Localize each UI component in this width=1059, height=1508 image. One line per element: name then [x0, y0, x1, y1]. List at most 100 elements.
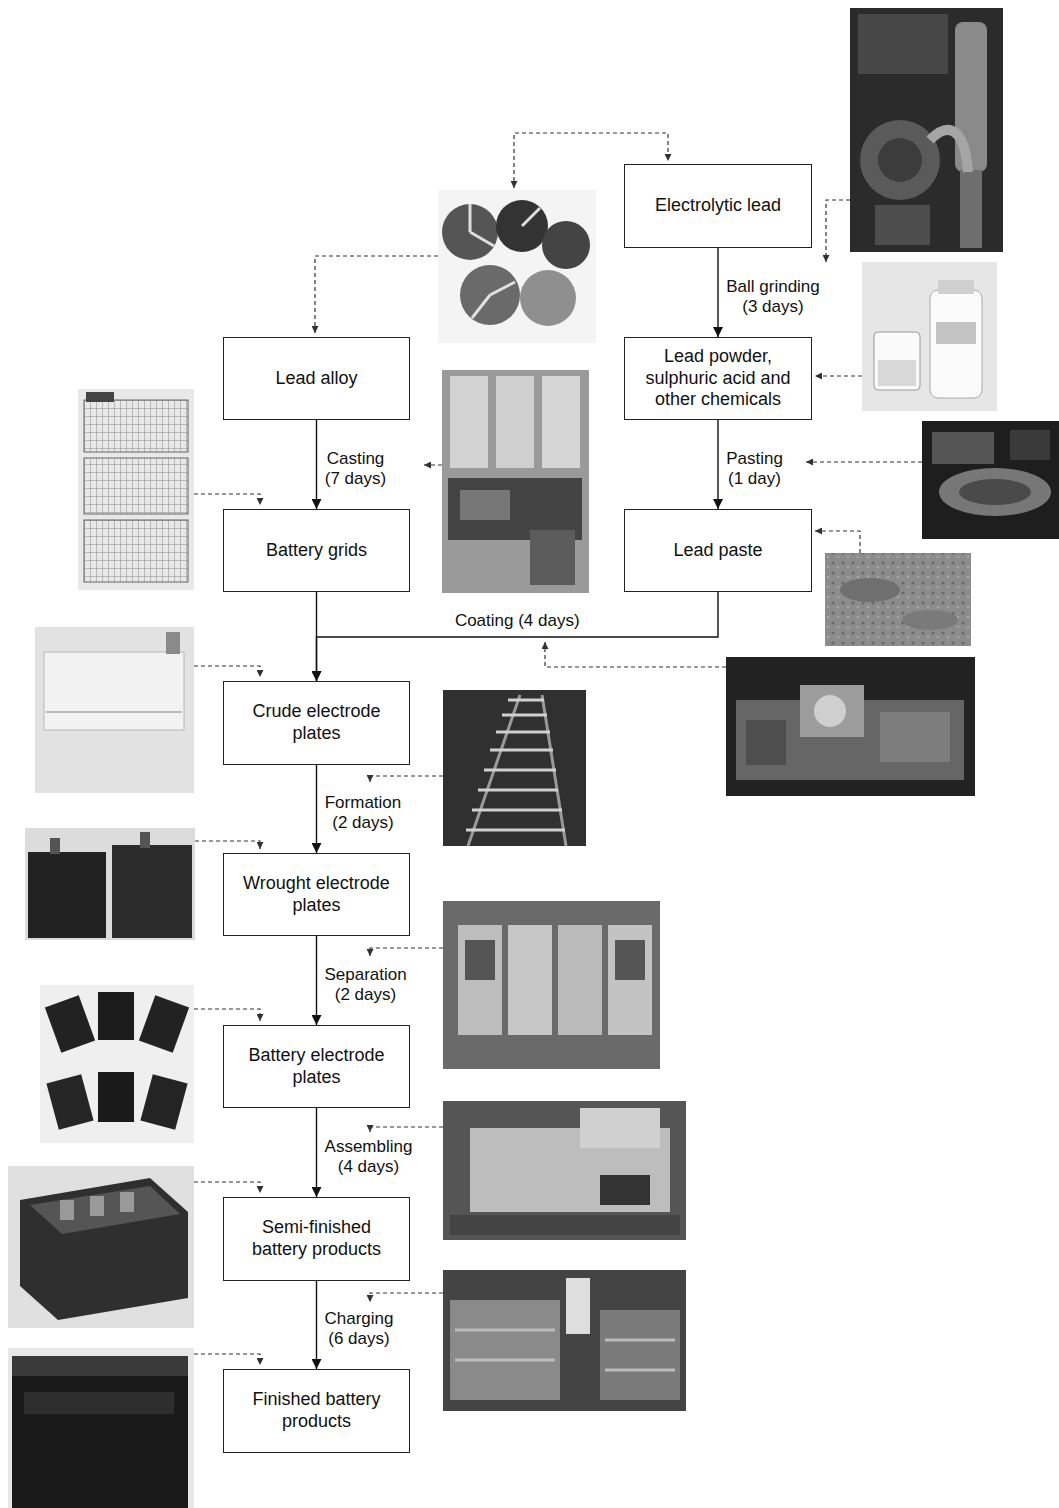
alloy-photo-part — [470, 204, 494, 246]
flow-arrow — [316, 1281, 317, 1369]
step-label: Coating (4 days) — [455, 611, 580, 631]
box-label: Wrought electrode plates — [234, 873, 399, 916]
chemicals-photo-part — [878, 360, 916, 386]
charging-photo-part — [455, 1330, 675, 1370]
step-label: Separation (2 days) — [325, 965, 407, 1004]
separation-photo-part — [608, 925, 652, 1035]
box-label: Semi-finished battery products — [234, 1217, 399, 1260]
finished-battery-photo-part — [12, 1376, 188, 1508]
leader-line — [815, 375, 862, 376]
assembling-photo — [443, 1101, 686, 1240]
process-box: Lead paste — [624, 509, 812, 592]
wrought-plates-photo-part — [28, 852, 106, 938]
leader-line — [545, 642, 726, 667]
alloy-photo — [438, 190, 596, 343]
flow-arrow — [316, 936, 317, 1025]
chemicals-photo-part — [936, 322, 976, 344]
semi-finished-photo — [8, 1166, 194, 1328]
grids-photo-part — [78, 389, 194, 590]
furnace-photo-part — [860, 120, 940, 200]
casting-photo-part — [496, 376, 534, 468]
furnace-photo-part — [878, 138, 922, 182]
electrode-plates-photo-part — [40, 985, 194, 1143]
flow-arrow — [317, 592, 719, 681]
wrought-plates-photo — [25, 828, 195, 940]
casting-photo-part — [442, 370, 589, 593]
formation-photo-part — [443, 690, 586, 846]
process-box: Lead alloy — [223, 337, 410, 420]
electrode-plates-photo-part — [98, 992, 134, 1040]
semi-finished-photo-part — [8, 1166, 194, 1328]
separation-photo-part — [443, 901, 660, 1069]
lead-paste-photo-part — [825, 553, 971, 646]
pasting-photo-part — [932, 432, 994, 464]
casting-photo-part — [450, 376, 488, 468]
casting-photo-part — [542, 376, 580, 468]
pasting-photo-part — [939, 468, 1051, 516]
wrought-plates-photo-part — [140, 832, 150, 848]
leader-line — [194, 1354, 260, 1365]
box-label: Finished battery products — [234, 1389, 399, 1432]
chemicals-photo — [862, 262, 997, 411]
process-box: Lead powder, sulphuric acid and other ch… — [624, 337, 812, 420]
assembling-photo-part — [450, 1215, 680, 1235]
crude-plates-photo-part — [46, 711, 182, 713]
alloy-photo-part — [460, 265, 520, 325]
box-label: Electrolytic lead — [655, 195, 781, 217]
pasting-photo-part — [1010, 430, 1050, 460]
separation-photo-part — [558, 925, 602, 1035]
electrode-plates-photo-part — [98, 1072, 134, 1122]
crude-plates-photo-part — [44, 652, 184, 730]
charging-photo-part — [450, 1300, 560, 1400]
step-label: Pasting (1 day) — [726, 449, 783, 488]
box-label: Crude electrode plates — [234, 701, 399, 744]
coating-photo-part — [814, 695, 846, 727]
leader-line — [194, 666, 260, 677]
separation-photo-part — [458, 925, 502, 1035]
flow-arrow — [316, 765, 317, 853]
alloy-photo-part — [520, 270, 576, 326]
leader-line — [370, 1293, 443, 1302]
charging-photo-part — [566, 1278, 590, 1334]
pasting-photo-part — [959, 479, 1031, 505]
separation-photo — [443, 901, 660, 1069]
finished-battery-photo-part — [12, 1356, 188, 1378]
flow-arrow — [316, 420, 317, 509]
electrode-plates-photo-part — [139, 995, 189, 1052]
alloy-photo-part — [442, 204, 498, 260]
separation-photo-part — [615, 940, 645, 980]
wrought-plates-photo-part — [112, 845, 192, 938]
assembling-photo-part — [443, 1101, 686, 1240]
crude-plates-photo-part — [166, 632, 180, 654]
assembling-photo-part — [600, 1175, 650, 1205]
alloy-photo-part — [542, 221, 590, 269]
casting-photo-part — [460, 490, 510, 520]
pasting-photo — [922, 421, 1059, 539]
grids-photo-part — [86, 392, 114, 402]
finished-battery-photo-part — [8, 1348, 194, 1508]
wrought-plates-photo-part — [25, 828, 195, 940]
process-box: Finished battery products — [223, 1369, 410, 1453]
process-box: Battery grids — [223, 509, 410, 592]
chemicals-photo-part — [938, 280, 974, 294]
step-label: Assembling (4 days) — [325, 1137, 413, 1176]
alloy-photo-part — [496, 200, 548, 252]
process-box: Battery electrode plates — [223, 1025, 410, 1108]
lead-paste-photo-part — [902, 610, 958, 630]
charging-photo-part — [600, 1310, 680, 1400]
electrode-plates-photo-part — [46, 1074, 93, 1130]
formation-photo — [443, 690, 586, 846]
box-label: Lead alloy — [275, 368, 357, 390]
electrode-plates-photo-part — [45, 995, 95, 1052]
crude-plates-photo — [35, 627, 194, 793]
leader-line — [194, 494, 260, 505]
semi-finished-photo-part — [90, 1196, 104, 1216]
leader-line — [815, 531, 860, 553]
semi-finished-photo-part — [20, 1178, 188, 1320]
formation-photo-part — [466, 700, 565, 830]
leader-line — [424, 464, 442, 465]
pasting-photo-part — [922, 421, 1059, 539]
